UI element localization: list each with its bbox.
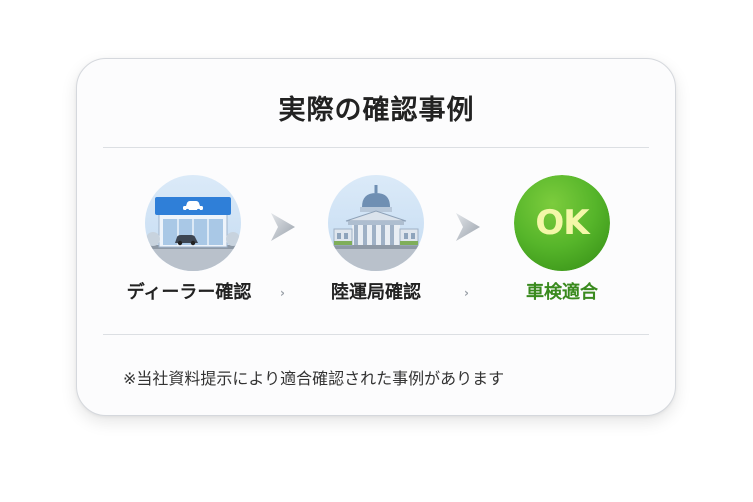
divider-bottom xyxy=(103,334,649,335)
chevron-right-icon xyxy=(271,213,295,241)
step-label-dealer: ディーラー確認 xyxy=(126,282,252,303)
footnote: ※当社資料提示により適合確認された事例があります xyxy=(123,369,505,388)
small-chevron-icon: › xyxy=(464,286,469,300)
car-dealership-icon xyxy=(145,175,241,271)
ok-badge-icon: OK xyxy=(514,175,610,271)
small-chevron-icon: › xyxy=(280,286,285,300)
ok-badge-text: OK xyxy=(535,203,589,243)
government-building-icon xyxy=(328,175,424,271)
divider-top xyxy=(103,147,649,148)
step-label-transport-bureau: 陸運局確認 xyxy=(331,282,421,303)
chevron-right-icon xyxy=(456,213,480,241)
card-title: 実際の確認事例 xyxy=(278,95,475,126)
step-label-inspection-compliant: 車検適合 xyxy=(526,282,598,303)
